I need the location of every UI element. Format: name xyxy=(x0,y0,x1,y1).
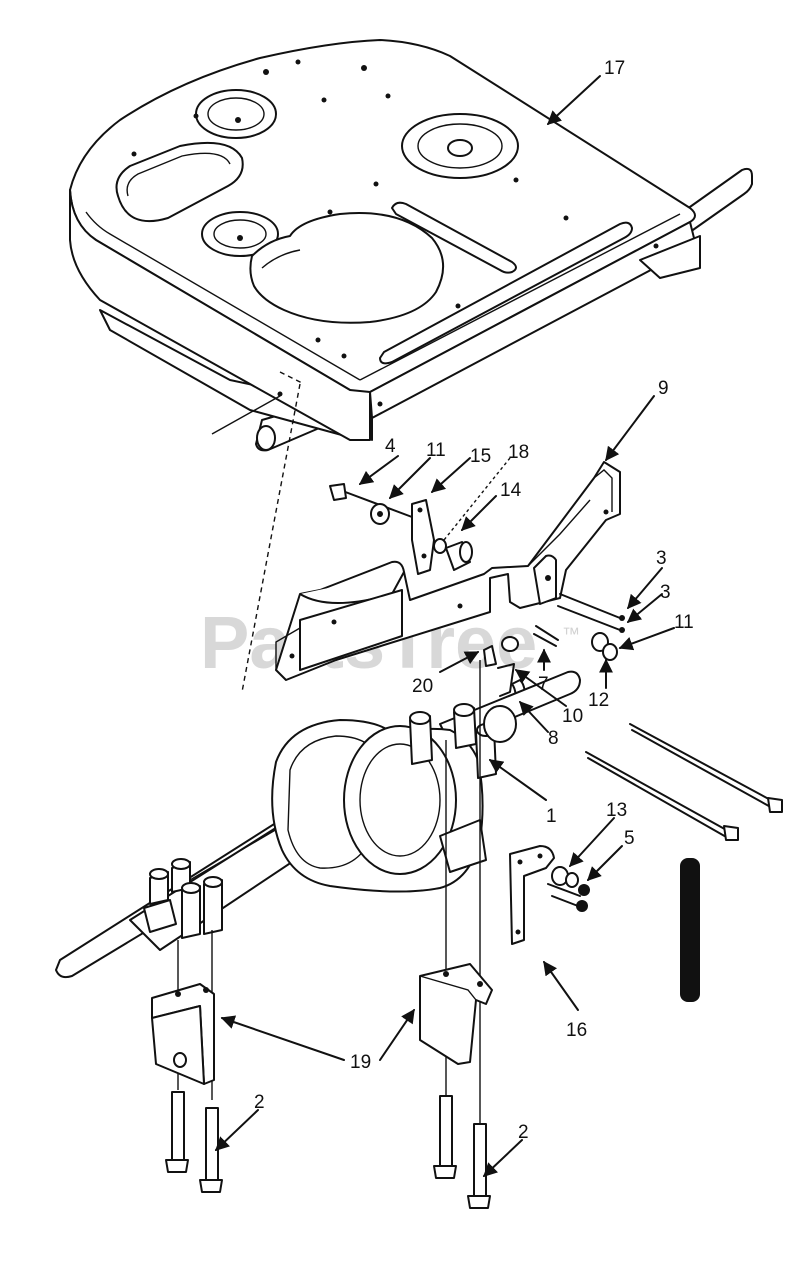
watermark-trademark: ™ xyxy=(562,624,580,644)
callout-labels: 17 9 4 11 15 18 14 3 3 11 12 7 20 10 8 1… xyxy=(254,58,694,1143)
bolts-part-2-right xyxy=(433,1095,491,1209)
callout-14: 14 xyxy=(500,480,522,501)
callout-2: 2 xyxy=(254,1092,265,1113)
callout-10: 10 xyxy=(562,706,583,727)
callout-18: 18 xyxy=(508,442,529,463)
hardware-nuts-part-11-12 xyxy=(591,632,618,661)
callout-20: 20 xyxy=(412,676,433,697)
callout-3: 3 xyxy=(656,548,667,569)
callout-7: 7 xyxy=(538,674,549,695)
threaded-stud xyxy=(680,858,700,1002)
callout-12: 12 xyxy=(588,690,609,711)
callout-15: 15 xyxy=(470,446,491,467)
bolts-part-2-left xyxy=(165,1091,223,1193)
leader-line xyxy=(211,395,281,435)
callout-2: 2 xyxy=(518,1122,529,1143)
hardware-washer-part-11 xyxy=(370,503,390,525)
callout-5: 5 xyxy=(624,828,635,849)
callout-16: 16 xyxy=(566,1020,587,1041)
hardware-part-18 xyxy=(433,538,447,554)
hardware-clip-part-20 xyxy=(483,645,497,667)
bracket-part-9 xyxy=(275,461,621,681)
callout-8: 8 xyxy=(548,728,559,749)
callout-11: 11 xyxy=(426,440,446,461)
hardware-spacer-part-14 xyxy=(445,541,473,571)
callout-11: 11 xyxy=(674,612,694,633)
hardware-plate-part-15 xyxy=(411,499,435,575)
callout-3: 3 xyxy=(660,582,671,603)
bracket-left-part-19 xyxy=(151,983,215,1085)
leader-arrows xyxy=(214,75,675,1177)
plate-part-16 xyxy=(509,845,555,945)
callout-9: 9 xyxy=(658,378,669,399)
transaxle-part-1 xyxy=(55,670,581,979)
bracket-right-part-19 xyxy=(419,963,493,1065)
rods xyxy=(585,723,783,841)
deck-plate-part-17 xyxy=(69,39,753,452)
callout-17: 17 xyxy=(604,58,625,79)
projection-line xyxy=(241,383,301,693)
hardware-spring-part-10 xyxy=(497,636,519,697)
callout-1: 1 xyxy=(546,806,557,827)
projection-line xyxy=(279,371,305,385)
callout-19: 19 xyxy=(350,1052,371,1073)
hardware-part-13-5 xyxy=(547,866,590,912)
callout-13: 13 xyxy=(606,800,627,821)
hardware-bolts-part-3 xyxy=(557,593,625,633)
callout-4: 4 xyxy=(385,436,396,457)
hardware-pin-part-7 xyxy=(533,625,559,647)
